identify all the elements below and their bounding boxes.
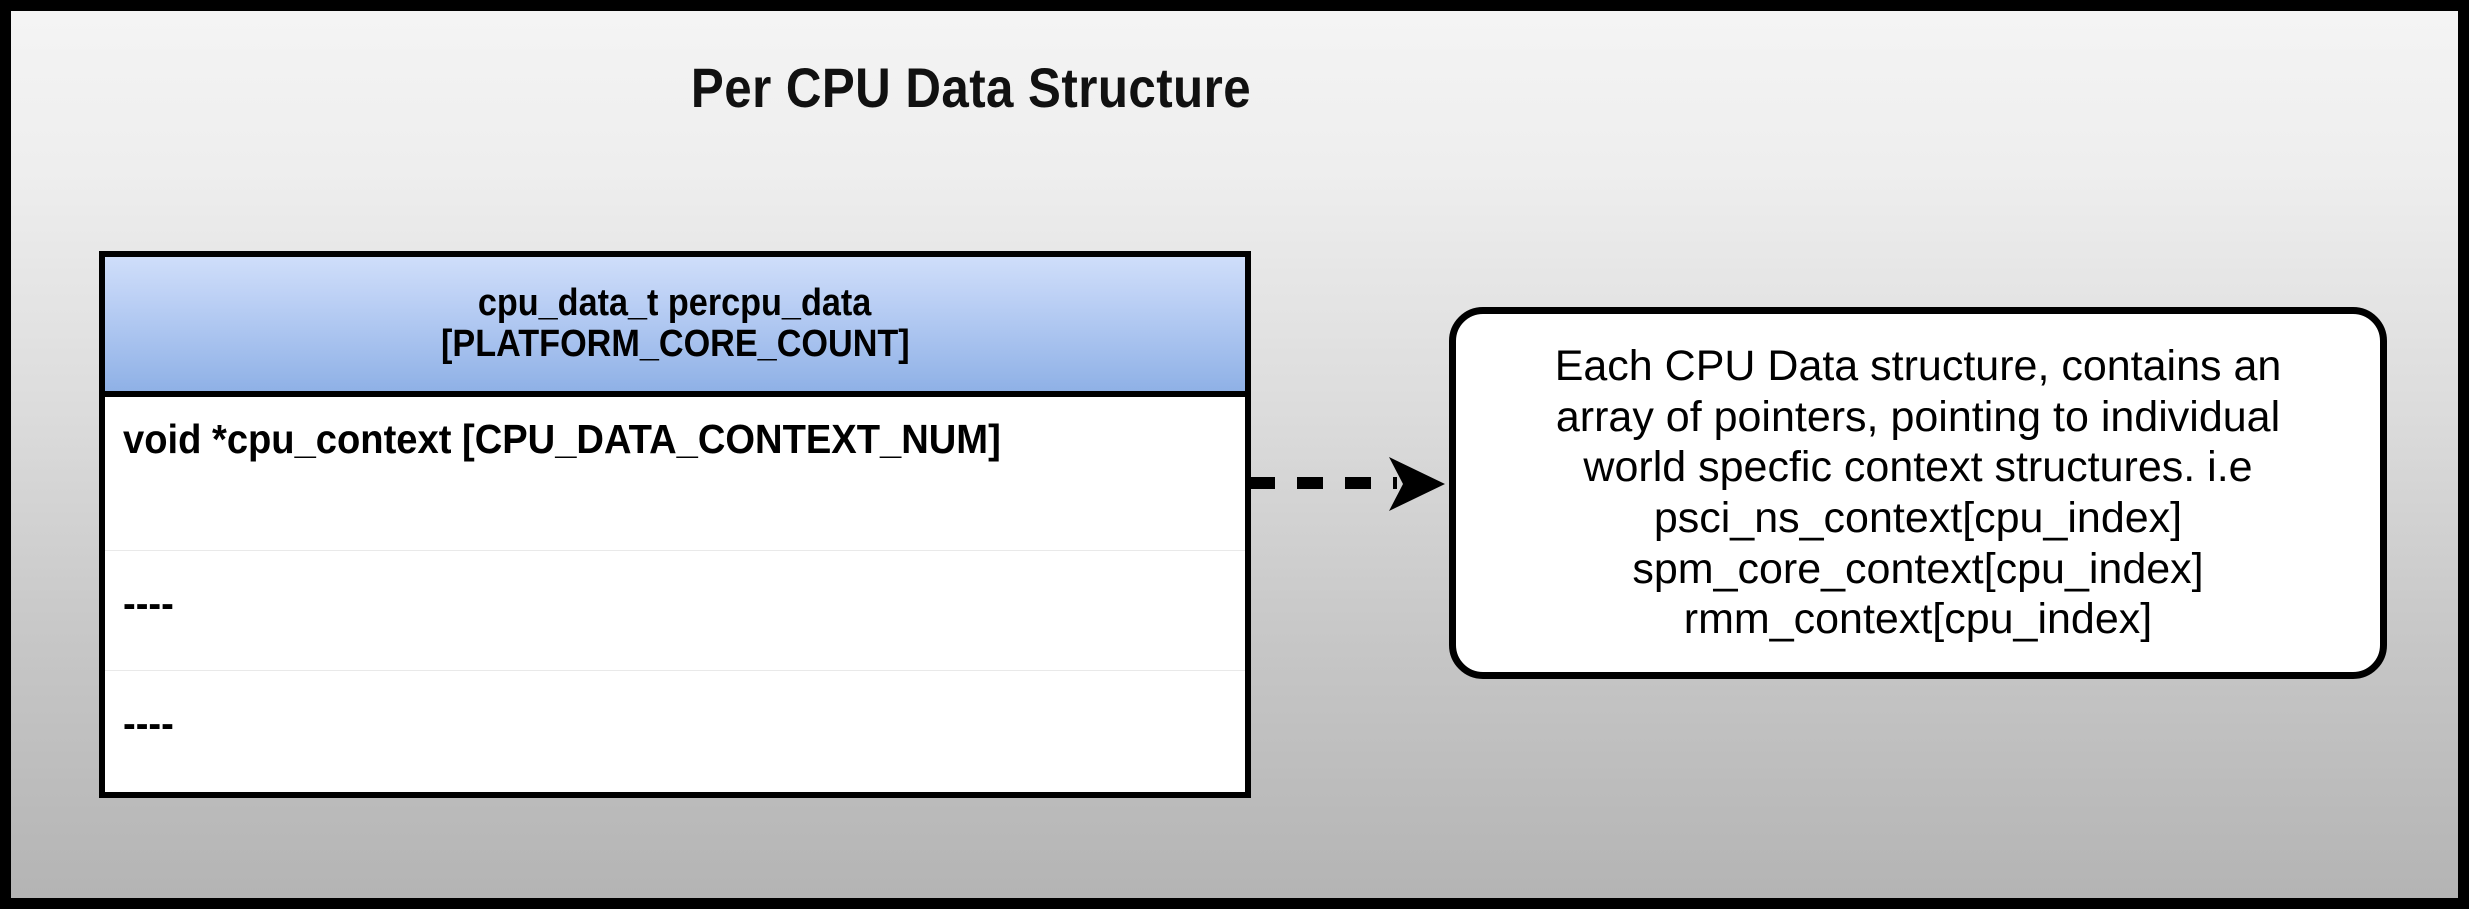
struct-header-line-2: [PLATFORM_CORE_COUNT] bbox=[440, 323, 910, 365]
callout-line-3: world specfic context structures. i.e bbox=[1583, 443, 2253, 492]
struct-field-placeholder-1: ---- bbox=[123, 580, 174, 626]
per-cpu-struct-table: cpu_data_t percpu_data [PLATFORM_CORE_CO… bbox=[99, 251, 1251, 798]
callout-note: Each CPU Data structure, contains an arr… bbox=[1449, 307, 2387, 679]
struct-field-placeholder-2: ---- bbox=[123, 700, 174, 746]
dashed-arrow-icon bbox=[1249, 457, 1445, 511]
struct-header-line-1: cpu_data_t percpu_data bbox=[478, 281, 872, 324]
page-title: Per CPU Data Structure bbox=[690, 56, 1252, 119]
callout-line-6: rmm_context[cpu_index] bbox=[1683, 595, 2153, 644]
table-row: ---- bbox=[105, 550, 1245, 670]
table-row: ---- bbox=[105, 670, 1245, 786]
callout-line-1: Each CPU Data structure, contains an bbox=[1554, 341, 2282, 390]
arrow-head bbox=[1389, 457, 1445, 511]
struct-field-cpu-context: void *cpu_context [CPU_DATA_CONTEXT_NUM] bbox=[123, 416, 1001, 462]
callout-line-5: spm_core_context[cpu_index] bbox=[1632, 544, 2204, 593]
table-row: void *cpu_context [CPU_DATA_CONTEXT_NUM] bbox=[105, 397, 1245, 550]
callout-line-2: array of pointers, pointing to individua… bbox=[1555, 392, 2281, 441]
callout-line-4: psci_ns_context[cpu_index] bbox=[1653, 494, 2183, 542]
struct-table-header: cpu_data_t percpu_data [PLATFORM_CORE_CO… bbox=[105, 257, 1245, 397]
